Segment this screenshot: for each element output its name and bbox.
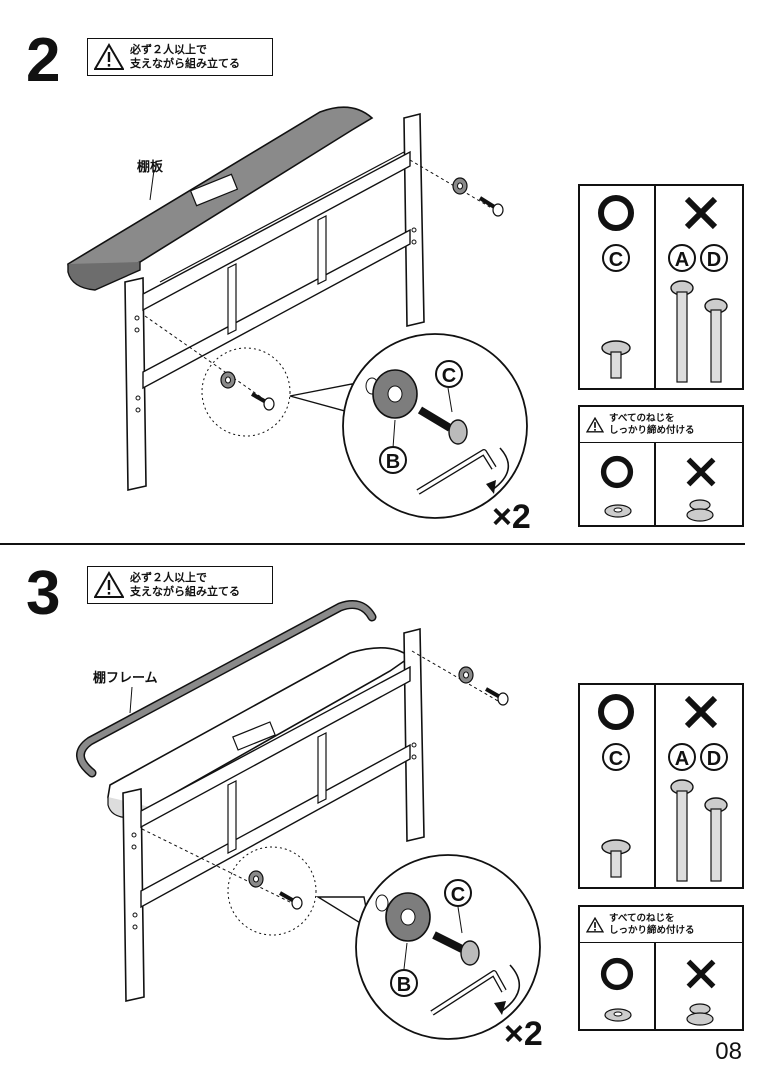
screw-comparison-panel: C A D (578, 184, 744, 390)
screw-letter-c: C (602, 743, 630, 771)
tightened-screw-icon (604, 499, 714, 522)
callout-letter-b: B (390, 969, 418, 997)
step-number: 2 (26, 26, 61, 95)
warning-text: 必ず２人以上で 支えながら組み立てる (130, 571, 240, 598)
part-label: 棚板 (137, 160, 164, 175)
warning-icon (586, 916, 604, 933)
screw-letter-a: A (668, 244, 696, 272)
screw-letter-a: A (668, 743, 696, 771)
callout-letter-b: B (379, 446, 407, 474)
ok-mark (600, 455, 634, 493)
step-3: 3 必ず２人以上で 支えながら組み立てる 棚フレーム ×2 (0, 545, 772, 1080)
step-divider (0, 543, 745, 545)
ng-mark (682, 693, 720, 731)
warning-icon (94, 43, 124, 70)
screw-letter-d: D (700, 743, 728, 771)
screw-letter-c: C (602, 244, 630, 272)
part-label: 棚フレーム (93, 671, 158, 686)
tighten-text: すべてのねじを しっかり締め付ける (609, 912, 695, 936)
multiplier: ×2 (492, 498, 531, 536)
step-number: 3 (26, 559, 61, 628)
tighten-text: すべてのねじを しっかり締め付ける (609, 412, 695, 436)
ok-mark (597, 693, 635, 731)
warning-icon (94, 571, 124, 598)
tighten-panel: すべてのねじを しっかり締め付ける (578, 905, 744, 1031)
screw-icons (601, 779, 728, 882)
tighten-header: すべてのねじを しっかり締め付ける (580, 407, 742, 443)
ng-mark (682, 194, 720, 232)
step-2: 2 必ず２人以上で 支えながら組み立てる 棚板 ×2 (26, 26, 744, 536)
ok-mark (600, 957, 634, 995)
screw-icons (601, 280, 728, 383)
screw-comparison-panel: C A D (578, 683, 744, 889)
assembly-illustration (67, 106, 528, 519)
tighten-header: すべてのねじを しっかり締め付ける (580, 907, 742, 943)
ng-mark (684, 455, 718, 493)
ok-mark (597, 194, 635, 232)
callout-letter-c: C (444, 879, 472, 907)
page-number: 08 (715, 1038, 742, 1065)
warning-box: 必ず２人以上で 支えながら組み立てる (87, 38, 273, 76)
callout-letter-c: C (435, 360, 463, 388)
warning-box: 必ず２人以上で 支えながら組み立てる (87, 566, 273, 604)
warning-text: 必ず２人以上で 支えながら組み立てる (130, 43, 240, 70)
tightened-screw-icon (604, 1003, 714, 1026)
multiplier: ×2 (504, 1015, 543, 1053)
warning-icon (586, 416, 604, 433)
tighten-panel: すべてのねじを しっかり締め付ける (578, 405, 744, 527)
screw-letter-d: D (700, 244, 728, 272)
ng-mark (684, 957, 718, 995)
